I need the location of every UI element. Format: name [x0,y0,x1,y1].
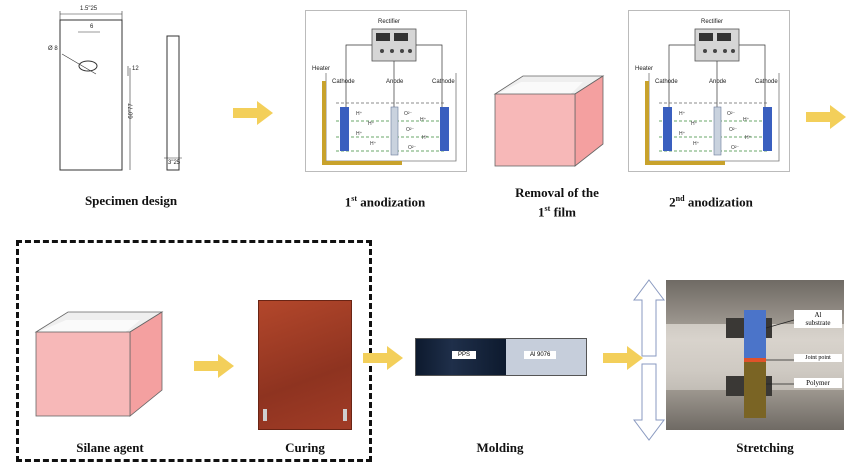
dim-hole-side-label: 12 [132,66,139,72]
arrow-down-icon [633,363,665,441]
dim-hole-label: Ø 8 [48,46,58,52]
svg-text:O²⁻: O²⁻ [729,127,738,133]
svg-text:H⁺: H⁺ [422,135,429,141]
arrow-right-icon [603,346,643,370]
cathode-left-label: Cathode [332,79,355,85]
removal-box [493,75,605,167]
anode-label: Anode [386,79,404,85]
svg-text:H⁺: H⁺ [356,131,363,137]
anode-label: Anode [709,79,727,85]
molding-specimen: PPS Al 9076 [415,338,587,376]
specimen-caption: Specimen design [84,193,178,208]
arrow-right-icon [363,346,403,370]
label-polymer: Polymer [794,378,842,388]
arrow-right-icon [233,101,273,125]
cathode-right-label: Cathode [755,79,778,85]
svg-text:O²⁻: O²⁻ [406,127,415,133]
arrow-right-icon [806,105,846,129]
cathode-left-label: Cathode [655,79,678,85]
molding-caption: Molding [476,440,524,455]
svg-text:O²⁻: O²⁻ [731,145,740,151]
joint-segment [744,358,766,362]
silane-caption: Silane agent [76,440,144,455]
aluminium-segment [744,310,766,358]
polymer-segment [744,362,766,418]
removal-caption: Removal of the 1st film [515,185,599,220]
svg-text:O²⁻: O²⁻ [727,111,736,117]
svg-text:H⁺: H⁺ [691,121,698,127]
curing-caption: Curing [285,440,325,455]
arrow-right-icon [194,354,234,378]
svg-text:O²⁻: O²⁻ [404,111,413,117]
molding-left-label: PPS [452,351,477,359]
svg-text:H⁺: H⁺ [679,111,686,117]
anodization-1-caption: 1st anodization [344,194,426,210]
stretching-photo: Al substrate Joint point Polymer [666,280,844,430]
anodization-1-diagram: H⁺ H⁺ H⁺ H⁺ O²⁻ O²⁻ H⁺ H⁺ O²⁻ Rectifier Heater… [305,10,467,172]
label-joint-point: Joint point [794,354,842,362]
dim-width-label: 1.5"25 [80,6,98,12]
heater-label: Heater [312,66,331,72]
specimen-drawing: 1.5"25 6 Ø 8 12 60"77 3"25 [40,6,200,178]
curing-panel [258,300,352,430]
svg-text:H⁺: H⁺ [745,135,752,141]
cathode-right-label: Cathode [432,79,455,85]
arrow-up-icon [633,279,665,357]
label-al-substrate: Al substrate [794,310,842,328]
svg-text:H⁺: H⁺ [356,111,363,117]
rectifier-label: Rectifier [701,19,724,25]
svg-text:H⁺: H⁺ [368,121,375,127]
surface-treatment-frame [16,240,372,462]
dim-hole-offset-label: 6 [90,24,94,30]
silane-box [34,311,164,417]
svg-text:O²⁻: O²⁻ [408,145,417,151]
molding-right-label: Al 9076 [524,351,557,359]
anodization-2-caption: 2nd anodization [669,194,753,210]
svg-text:H⁺: H⁺ [693,141,700,147]
svg-text:H⁺: H⁺ [420,117,427,123]
rectifier-label: Rectifier [378,19,401,25]
svg-text:H⁺: H⁺ [743,117,750,123]
svg-text:H⁺: H⁺ [370,141,377,147]
stretching-caption: Stretching [736,440,794,455]
anodization-2-diagram: H⁺ H⁺ H⁺ H⁺ O²⁻ O²⁻ H⁺ H⁺ O²⁻ Rectifier Heater… [628,10,790,172]
heater-label: Heater [635,66,654,72]
dim-thickness-label: 3"25 [168,160,181,166]
dim-length-label: 60"77 [128,103,135,119]
svg-text:H⁺: H⁺ [679,131,686,137]
